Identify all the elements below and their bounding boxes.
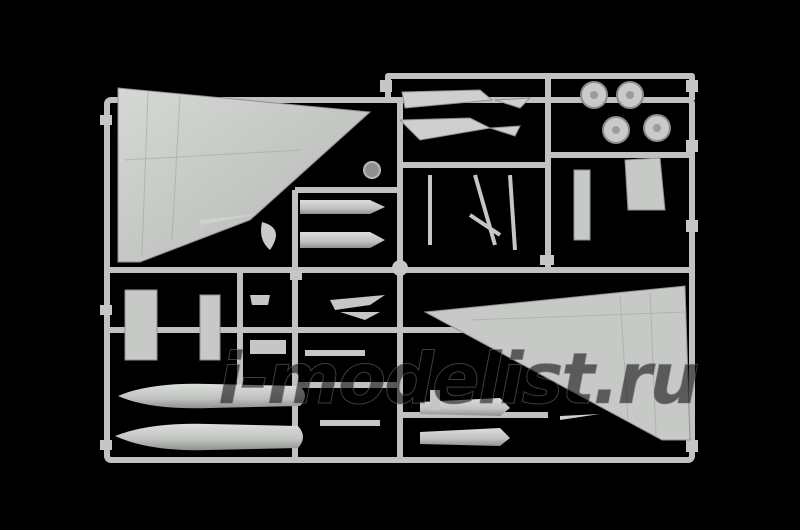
pylon-pod-parts bbox=[261, 200, 385, 250]
exhaust-nozzle-part bbox=[363, 161, 381, 179]
left-wing-fence-part bbox=[200, 214, 258, 225]
left-wing-part bbox=[117, 87, 372, 263]
right-wing-fence-part bbox=[560, 414, 600, 420]
canopy-rail-parts bbox=[398, 89, 532, 141]
sprue-tabs bbox=[100, 80, 698, 452]
fuel-tank-parts bbox=[115, 383, 510, 451]
right-wing-part bbox=[423, 285, 691, 441]
landing-gear-strut-parts bbox=[428, 174, 517, 251]
gear-door-parts bbox=[124, 157, 666, 361]
small-parts bbox=[250, 295, 440, 426]
